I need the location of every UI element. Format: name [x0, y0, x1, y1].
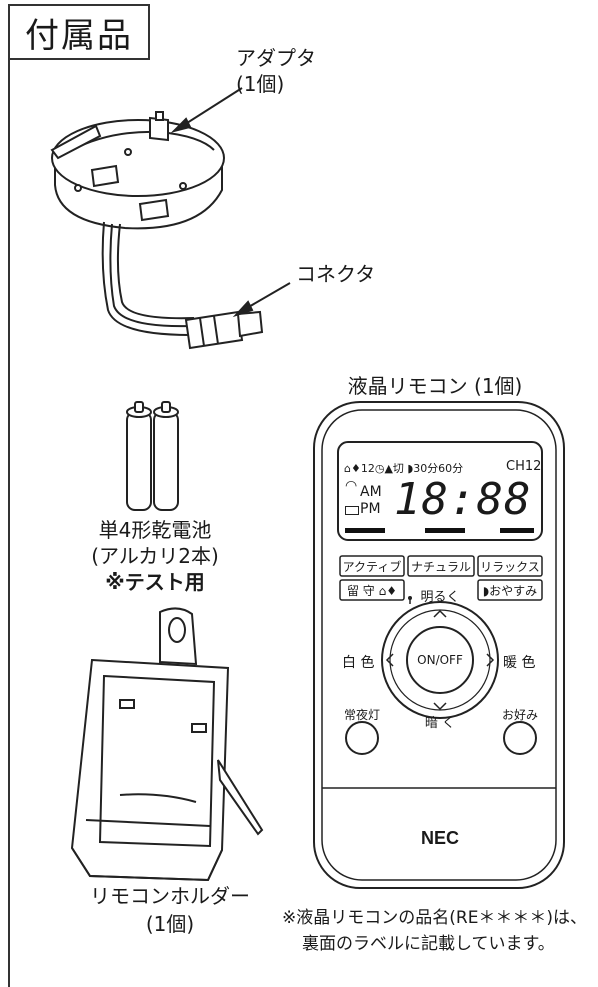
night-light-label: 常夜灯	[343, 708, 380, 722]
onoff-label[interactable]: ON/OFF	[417, 653, 463, 667]
footnote-line2: 裏面のラベルに記載しています。	[302, 934, 555, 954]
lcd-pm: PM	[360, 501, 381, 517]
onoff-button	[406, 626, 474, 694]
adapter-body	[50, 111, 225, 230]
lcd-signal-icon: ◠	[345, 478, 358, 494]
active-button	[339, 555, 405, 577]
night-light-button	[345, 721, 379, 755]
adapter-label: アダプタ	[236, 46, 316, 70]
holder-qty: (1個)	[145, 912, 195, 936]
natural-label[interactable]: ナチュラル	[410, 560, 471, 574]
favorite-button	[503, 721, 537, 755]
lcd-battery-icon	[345, 506, 359, 515]
frame-left-rule	[8, 60, 10, 987]
lcd-time: 18:88	[394, 474, 532, 525]
warm-label: 暖 色	[503, 655, 536, 671]
remote-title: 液晶リモコン (1個)	[347, 374, 523, 398]
rusu-button	[339, 579, 405, 601]
lcd-status-row: ⌂♦12◷▲切 ◗30分60分	[344, 462, 464, 475]
relax-label[interactable]: リラックス	[480, 560, 540, 574]
adapter-cable	[101, 221, 195, 336]
brighter-label: 明るく	[420, 590, 460, 605]
brand-logo: NEC	[420, 828, 459, 848]
connector-plug	[184, 310, 264, 350]
darker-label: 暗 く	[424, 716, 456, 731]
natural-button	[407, 555, 475, 577]
leader-arrows	[170, 87, 291, 318]
favorite-label: お好み	[501, 708, 538, 722]
relax-button	[477, 555, 543, 577]
section-title: 付属品	[8, 4, 150, 60]
holder-label: リモコンホルダー	[90, 884, 250, 908]
battery-label-line3: ※テスト用	[105, 570, 205, 594]
lcd-screen	[337, 441, 543, 541]
lcd-am: AM	[360, 484, 382, 500]
rusu-label[interactable]: 留 守 ⌂♦	[346, 584, 397, 598]
battery-label-line1: 単4形乾電池	[98, 518, 212, 542]
battery-label-line2: (アルカリ2本)	[91, 544, 219, 568]
active-label[interactable]: アクティブ	[342, 560, 402, 574]
oyasumi-button	[477, 579, 543, 601]
adapter-qty: (1個)	[236, 72, 285, 96]
footnote-line1: ※液晶リモコンの品名(RE＊＊＊＊)は、	[282, 908, 588, 928]
white-label: 白 色	[342, 655, 375, 671]
connector-label: コネクタ	[296, 262, 376, 286]
oyasumi-label[interactable]: ◗おやすみ	[482, 584, 538, 598]
lcd-channel: CH12	[506, 459, 542, 474]
